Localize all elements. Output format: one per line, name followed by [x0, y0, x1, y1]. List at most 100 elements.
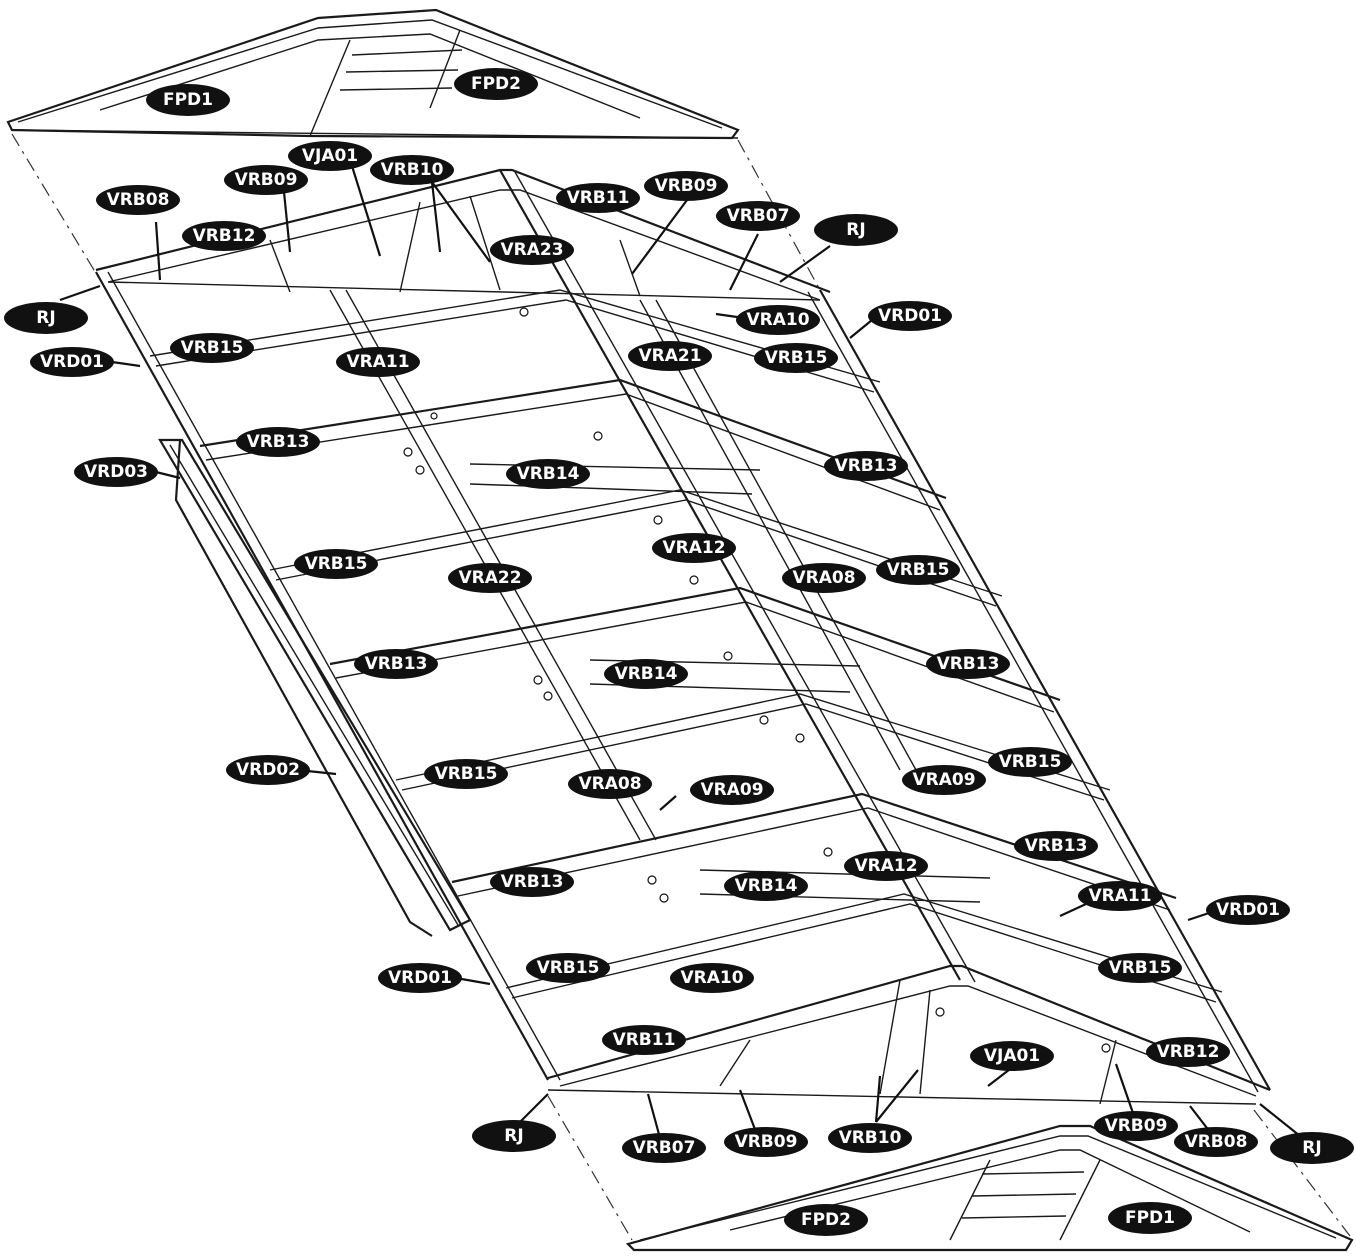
callout-vrb11-bottom: VRB11: [602, 1025, 686, 1055]
callout-fpd1-top: FPD1: [146, 84, 230, 116]
callout-vja01-bottom: VJA01: [970, 1041, 1054, 1071]
callout-vrb15-b: VRB15: [754, 343, 838, 373]
callout-vra10-top: VRA10: [736, 305, 820, 335]
svg-text:VRA11: VRA11: [346, 352, 409, 372]
svg-text:VRB15: VRB15: [305, 554, 368, 574]
callout-vrb14-b: VRB14: [604, 659, 688, 689]
callout-vrd01-bottom-left: VRD01: [378, 963, 462, 993]
bottom-gable-panel: [625, 1124, 1354, 1252]
svg-text:VRB13: VRB13: [835, 456, 898, 476]
svg-text:VRB14: VRB14: [517, 464, 580, 484]
callout-vrd01-top-left: VRD01: [30, 347, 114, 377]
svg-text:VJA01: VJA01: [984, 1046, 1040, 1066]
svg-text:VRD03: VRD03: [84, 462, 148, 482]
callout-vra10-bottom: VRA10: [670, 963, 754, 993]
callout-vrb12-top: VRB12: [182, 221, 266, 251]
svg-text:VRD02: VRD02: [236, 760, 300, 780]
svg-text:VRB10: VRB10: [839, 1128, 902, 1148]
callout-vrb14-a: VRB14: [506, 459, 590, 489]
svg-text:VRD01: VRD01: [878, 306, 942, 326]
svg-text:FPD1: FPD1: [163, 90, 213, 110]
svg-text:VRA22: VRA22: [458, 568, 521, 588]
callout-vrb13-b: VRB13: [824, 451, 908, 481]
svg-text:VRB11: VRB11: [613, 1030, 676, 1050]
svg-text:VRA10: VRA10: [746, 310, 809, 330]
callout-vrb10-top: VRB10: [370, 155, 454, 185]
callout-vra21: VRA21: [628, 341, 712, 371]
callout-vrb07-top: VRB07: [716, 201, 800, 231]
callout-vrb10-bottom: VRB10: [828, 1123, 912, 1153]
svg-text:VRB15: VRB15: [1109, 958, 1172, 978]
svg-text:VRB15: VRB15: [765, 348, 828, 368]
svg-text:VRA12: VRA12: [662, 538, 725, 558]
callout-vrb13-e: VRB13: [1014, 831, 1098, 861]
svg-text:VRB09: VRB09: [735, 1132, 798, 1152]
svg-text:VRA12: VRA12: [854, 856, 917, 876]
svg-text:VRB09: VRB09: [655, 176, 718, 196]
callout-vrb13-c: VRB13: [354, 649, 438, 679]
svg-text:VRB07: VRB07: [727, 206, 790, 226]
svg-text:VRD01: VRD01: [40, 352, 104, 372]
svg-text:VRB14: VRB14: [735, 876, 798, 896]
callout-fpd2-top: FPD2: [454, 68, 538, 100]
callout-vra12-b: VRA12: [844, 851, 928, 881]
callout-vrb15-g: VRB15: [526, 953, 610, 983]
svg-text:VRB09: VRB09: [235, 170, 298, 190]
svg-text:VRB08: VRB08: [107, 190, 170, 210]
svg-text:VRB15: VRB15: [887, 560, 950, 580]
svg-text:VRB12: VRB12: [1157, 1042, 1220, 1062]
callout-vrd03: VRD03: [74, 457, 158, 487]
svg-text:VRA08: VRA08: [792, 568, 855, 588]
callout-vra09-a: VRA09: [690, 775, 774, 805]
svg-text:RJ: RJ: [504, 1126, 523, 1146]
svg-text:RJ: RJ: [36, 308, 55, 328]
svg-text:VRB13: VRB13: [1025, 836, 1088, 856]
svg-text:VRB12: VRB12: [193, 226, 256, 246]
callout-vrb15-e: VRB15: [424, 759, 508, 789]
svg-text:VRB09: VRB09: [1105, 1116, 1168, 1136]
roof-frame: [95, 168, 1271, 1105]
svg-text:VRB13: VRB13: [247, 432, 310, 452]
callout-vrb09-bottom-left: VRB09: [724, 1127, 808, 1157]
callout-vrb09-top-left: VRB09: [224, 165, 308, 195]
callout-vrb08-bottom: VRB08: [1174, 1127, 1258, 1157]
callout-vrb15-f: VRB15: [988, 747, 1072, 777]
callout-vrb08-top: VRB08: [96, 185, 180, 215]
svg-text:VRA09: VRA09: [912, 770, 975, 790]
callout-vrb07-bottom: VRB07: [622, 1133, 706, 1163]
svg-text:RJ: RJ: [1302, 1138, 1321, 1158]
svg-text:VRB13: VRB13: [365, 654, 428, 674]
fastener-holes: [403, 307, 1111, 1053]
callout-rj-top-right: RJ: [814, 214, 898, 246]
svg-text:VRB13: VRB13: [937, 654, 1000, 674]
svg-text:VRB11: VRB11: [567, 188, 630, 208]
callout-vrd01-top-right: VRD01: [868, 301, 952, 331]
svg-text:VRA10: VRA10: [680, 968, 743, 988]
callout-vrd02: VRD02: [226, 755, 310, 785]
callout-vrb14-c: VRB14: [724, 871, 808, 901]
callout-labels: FPD1 FPD2 VJA01 VRB10 VRB09 VRB08 VRB12 …: [4, 68, 1354, 1236]
callout-vrb15-a: VRB15: [170, 333, 254, 363]
callout-fpd1-bottom: FPD1: [1108, 1202, 1192, 1234]
callout-vra12-a: VRA12: [652, 533, 736, 563]
callout-vra09-b: VRA09: [902, 765, 986, 795]
callout-vra08-b: VRA08: [568, 769, 652, 799]
callout-rj-bottom-left: RJ: [472, 1120, 556, 1152]
callout-vrb13-a: VRB13: [236, 427, 320, 457]
callout-vrd01-bottom-right: VRD01: [1206, 895, 1290, 925]
svg-text:VRB15: VRB15: [181, 338, 244, 358]
svg-text:VRA09: VRA09: [700, 780, 763, 800]
svg-text:VRA23: VRA23: [500, 240, 563, 260]
callout-vrb12-bottom: VRB12: [1146, 1037, 1230, 1067]
leader-lines: [59, 165, 1301, 1139]
callout-vra11-bottom: VRA11: [1078, 881, 1162, 911]
callout-vra11-top: VRA11: [336, 347, 420, 377]
svg-text:VRD01: VRD01: [388, 968, 452, 988]
svg-text:FPD2: FPD2: [801, 1210, 851, 1230]
svg-text:VRA21: VRA21: [638, 346, 701, 366]
callout-vrb15-h: VRB15: [1098, 953, 1182, 983]
svg-text:VJA01: VJA01: [302, 146, 358, 166]
svg-text:VRA08: VRA08: [578, 774, 641, 794]
svg-text:VRB15: VRB15: [999, 752, 1062, 772]
